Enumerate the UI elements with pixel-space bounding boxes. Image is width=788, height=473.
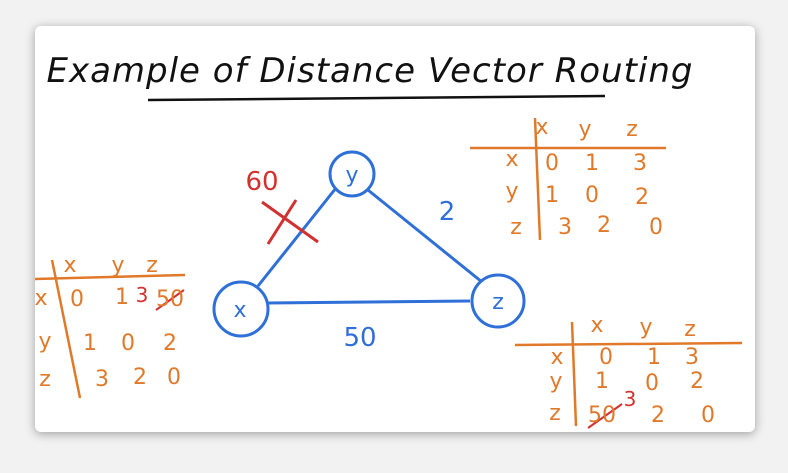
col-header: z [626,117,638,142]
row-header: y [505,179,518,204]
row-header: z [510,215,522,240]
diagram-canvas: Example of Distance Vector Routing y x z… [35,51,743,429]
cell: 0 [167,365,181,390]
col-header: y [111,253,124,278]
routing-table-y: x y z x 0 1 3 y 1 0 2 z 3 2 0 [470,115,666,241]
cell: 1 [115,285,129,310]
row-header: x [550,345,563,370]
cell: 3 [558,215,572,240]
cell-updated: 3 [624,387,637,411]
col-header: z [684,317,696,342]
cell: 0 [585,183,599,208]
cell: 1 [647,345,661,370]
row-header: x [505,147,518,172]
col-header: x [590,313,603,338]
cell: 0 [545,151,559,176]
cell: 0 [645,371,659,396]
row-header: z [549,401,561,426]
strike-mark [155,289,185,311]
cell: 2 [690,369,704,394]
cell: 0 [701,403,715,428]
cell: 2 [651,403,665,428]
cell-struck: 50 [588,403,616,428]
cell: 1 [585,151,599,176]
col-header: z [146,253,158,278]
title: Example of Distance Vector Routing [46,51,693,91]
row-header: x [35,286,48,311]
node-x: x [212,280,270,338]
cell: 3 [95,367,109,392]
col-header: x [535,115,548,140]
node-y-label: y [345,163,358,188]
strike-mark [587,403,623,429]
col-header: y [578,117,591,142]
node-z-label: z [492,290,504,315]
cell: 2 [133,365,147,390]
edge-x-z [267,299,471,305]
cell: 0 [649,215,663,240]
row-header: y [549,369,562,394]
col-header: x [63,253,76,278]
cell: 0 [599,345,613,370]
edge-x-z-weight: 50 [343,323,376,353]
edge-x-y [256,187,338,287]
cell: 1 [595,369,609,394]
whiteboard: Example of Distance Vector Routing y x z… [35,26,755,432]
node-x-label: x [233,298,246,323]
cell-updated: 3 [136,283,149,307]
cell: 2 [635,185,649,210]
cell: 3 [633,151,647,176]
cell-struck: 50 [156,287,184,312]
col-header: y [639,315,652,340]
row-header: y [38,329,51,354]
edge-x-y-weight: 60 [245,167,278,197]
routing-table-x: x y z x 0 1 3 50 y 1 0 2 z 3 2 0 [35,253,186,399]
routing-table-z: x y z x 0 1 3 y 1 0 2 z 50 3 2 0 [514,313,743,429]
cell: 3 [685,345,699,370]
node-y: y [328,150,376,198]
cross-out-mark [261,199,319,245]
row-header: z [39,367,51,392]
edge-y-z-weight: 2 [439,197,456,227]
cell: 0 [121,331,135,356]
cell: 2 [597,213,611,238]
cell: 0 [70,287,84,312]
cell: 1 [83,331,97,356]
node-z: z [470,273,526,329]
cell: 2 [163,331,177,356]
title-underline [147,94,606,102]
edge-y-z [367,188,483,284]
cell: 1 [545,183,559,208]
